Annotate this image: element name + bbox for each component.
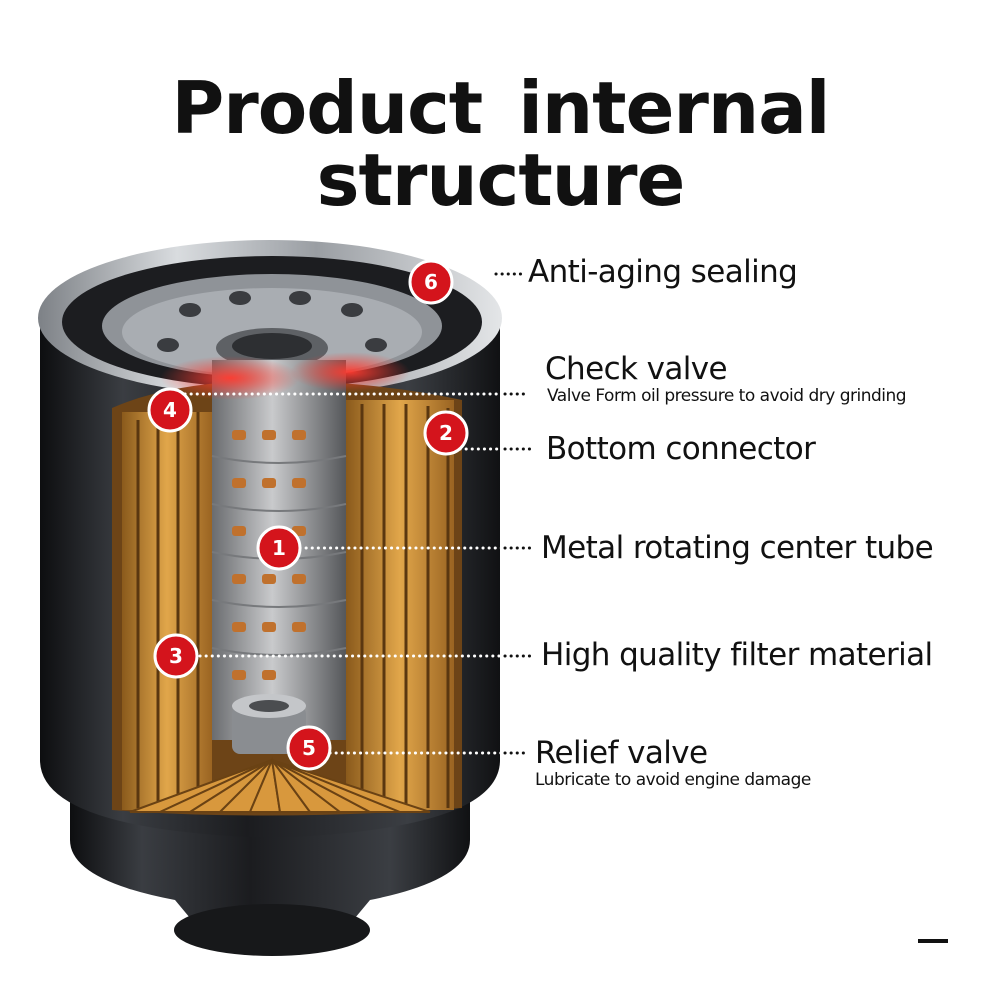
callout-label-check-valve: Check valve Valve Form oil pressure to a… <box>545 351 907 406</box>
leader-lines <box>183 392 522 755</box>
page-title: Product internal structure <box>171 66 831 222</box>
filter-paper-pleats <box>122 400 454 810</box>
svg-text:2: 2 <box>439 421 453 445</box>
check-valve-glow <box>160 356 300 400</box>
callout-badge-5: 5 <box>286 725 332 771</box>
svg-text:6: 6 <box>424 270 438 294</box>
callout-title: Anti-aging sealing <box>528 254 798 290</box>
callout-title: Metal rotating center tube <box>541 530 934 566</box>
bottom-pleat-fan <box>129 756 431 813</box>
callout-title: Check valve <box>545 351 728 387</box>
svg-text:5: 5 <box>302 736 316 760</box>
callout-label-metal-rotating-center-tube: Metal rotating center tube <box>541 530 934 566</box>
callout-label-high-quality-filter-material: High quality filter material <box>541 639 933 672</box>
callout-label-bottom-connector: Bottom connector <box>546 431 816 467</box>
callout-label-relief-valve: Relief valve Lubricate to avoid engine d… <box>535 737 811 789</box>
svg-text:1: 1 <box>272 536 286 560</box>
leader-line-tails <box>494 272 536 755</box>
top-plate-holes <box>157 291 387 352</box>
svg-text:3: 3 <box>169 644 183 668</box>
callout-badge-3: 3 <box>153 633 199 679</box>
callout-subtitle: Lubricate to avoid engine damage <box>535 769 811 790</box>
callout-title: Bottom connector <box>546 431 816 467</box>
callout-title: Relief valve <box>535 735 708 771</box>
callout-badge-2: 2 <box>423 410 469 456</box>
callout-badge-4: 4 <box>147 387 193 433</box>
callout-title: High quality filter material <box>541 637 933 673</box>
callout-label-anti-aging-sealing: Anti-aging sealing <box>528 254 798 290</box>
callout-badge-1: 1 <box>256 525 302 571</box>
callout-badge-6: 6 <box>408 259 454 305</box>
filter-base-bottom <box>174 904 370 956</box>
callout-subtitle: Valve Form oil pressure to avoid dry gri… <box>547 385 907 406</box>
corner-dash-mark <box>918 939 948 943</box>
svg-text:4: 4 <box>163 398 177 422</box>
